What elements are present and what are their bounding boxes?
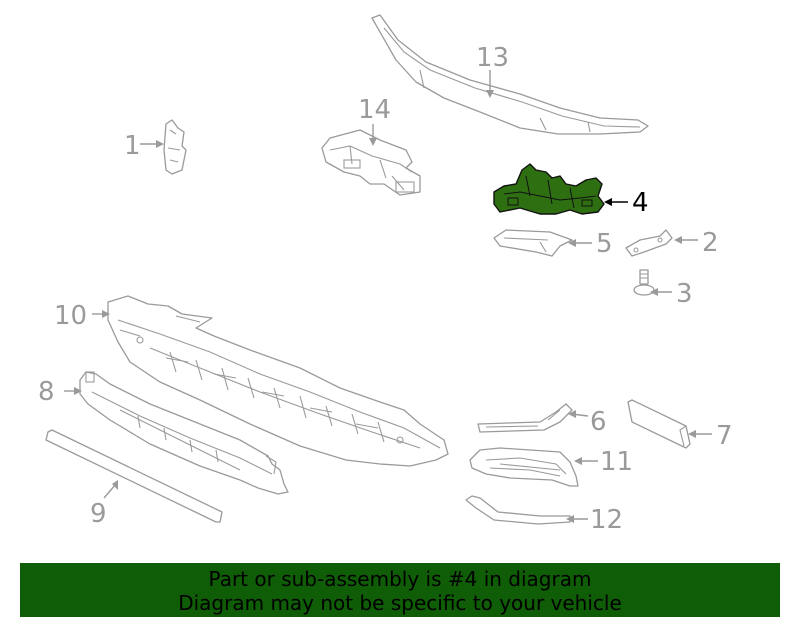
callout-7: 7 xyxy=(716,421,733,451)
parts-diagram: 13 14 1 4 5 xyxy=(38,14,733,535)
part-3-bolt: 3 xyxy=(633,269,693,309)
info-banner: Part or sub-assembly is #4 in diagram Di… xyxy=(20,563,780,617)
callout-8: 8 xyxy=(38,377,55,407)
callout-9: 9 xyxy=(90,499,107,529)
part-12-trim-strip: 12 xyxy=(465,495,623,535)
part-13-bumper-reinforcement: 13 xyxy=(371,14,649,135)
callout-1: 1 xyxy=(124,131,141,161)
part-1-bracket: 1 xyxy=(124,119,187,175)
part-8-lower-grille: 8 xyxy=(38,371,289,495)
part-2-bracket: 2 xyxy=(625,228,719,258)
part-6-molding: 6 xyxy=(477,403,607,437)
part-4-bracket-highlighted: 4 xyxy=(493,163,649,218)
part-11-bezel: 11 xyxy=(469,447,633,487)
callout-2: 2 xyxy=(702,228,719,258)
callout-13: 13 xyxy=(476,43,509,73)
callout-3: 3 xyxy=(676,279,693,309)
callout-4: 4 xyxy=(632,188,649,218)
part-10-undercover: 10 xyxy=(54,295,449,467)
banner-line-1: Part or sub-assembly is #4 in diagram xyxy=(208,567,592,591)
callout-6: 6 xyxy=(590,407,607,437)
part-5-bracket: 5 xyxy=(493,229,613,259)
callout-12: 12 xyxy=(590,505,623,535)
callout-10: 10 xyxy=(54,301,87,331)
callout-14: 14 xyxy=(358,95,391,125)
part-14-absorber-bracket: 14 xyxy=(321,95,421,196)
part-7-panel: 7 xyxy=(627,399,733,451)
part-9-trim-strip: 9 xyxy=(45,429,223,529)
callout-11: 11 xyxy=(600,447,633,477)
banner-line-2: Diagram may not be specific to your vehi… xyxy=(178,591,622,615)
callout-5: 5 xyxy=(596,229,613,259)
